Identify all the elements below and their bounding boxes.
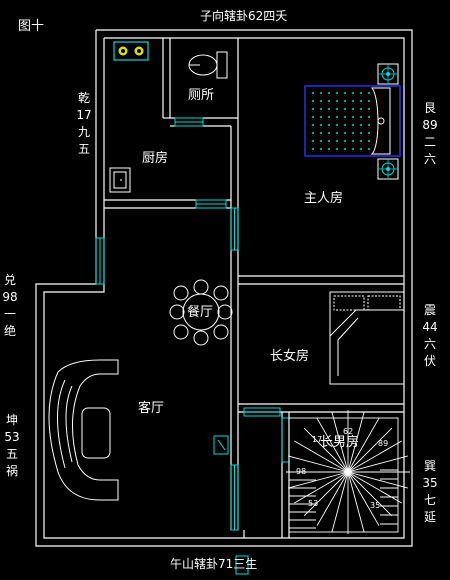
stair-number: 17 (312, 435, 323, 444)
stair-number: 62 (343, 427, 354, 436)
figure-title: 图十 (18, 19, 45, 34)
stair-number: 98 (296, 467, 307, 476)
room-label-daughter: 长女房 (270, 349, 310, 364)
sofa-icon (48, 359, 119, 501)
room-label-living: 客厅 (138, 401, 165, 416)
stair-number: 53 (308, 499, 319, 508)
daughter-bed-icon (329, 291, 405, 385)
room-label-dining: 餐厅 (187, 305, 214, 320)
room-label-son: 长男房 (320, 435, 360, 450)
staircase-icon (286, 410, 410, 534)
room-label-toilet: 厕所 (188, 88, 215, 103)
openings (95, 117, 290, 575)
bottom-caption: 午山辖卦71三生 (170, 557, 258, 571)
sink-icon (109, 167, 131, 193)
toilet-icon (188, 51, 228, 79)
stair-number: 35 (370, 501, 381, 510)
walls (35, 29, 413, 547)
cabinet-icon (213, 435, 229, 455)
room-label-master: 主人房 (304, 191, 344, 206)
stair-number: 89 (378, 439, 389, 448)
top-caption: 子向辖卦62四夭 (200, 9, 288, 23)
stove-icon (113, 41, 149, 61)
master-bed-icon (304, 63, 401, 180)
room-label-kitchen: 厨房 (142, 151, 169, 166)
dining-table-icon (169, 279, 233, 346)
